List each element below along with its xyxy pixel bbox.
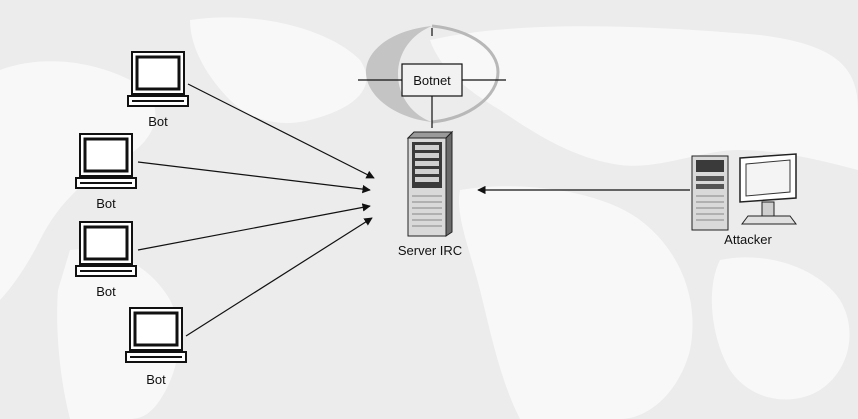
bot-label: Bot [146,372,166,387]
arrow-bot2-to-server [137,161,371,194]
botnet-box [401,63,463,97]
bot-label: Bot [96,196,116,211]
botnet-node: Botnet [358,24,506,128]
connections [137,83,690,337]
desktop-computer-icon [75,133,137,189]
desktop-computer-icon [75,221,137,277]
bot-3: Bot [75,221,137,299]
server-tower-icon [406,130,454,237]
desktop-computer-icon [125,307,187,363]
arrow-bot3-to-server [137,203,371,251]
network-ring-icon [366,26,432,122]
arrow-bot1-to-server [187,83,375,179]
workstation-icon [691,153,797,231]
server-label: Server IRC [398,243,462,258]
bot-label: Bot [96,284,116,299]
world-map-background [0,17,858,419]
network-ring-edge [431,24,500,124]
bot-label: Bot [148,114,168,129]
bot-4: Bot [125,307,187,387]
bot-2: Bot [75,133,137,211]
server-irc: Server IRC [398,130,462,258]
botnet-label: Botnet [413,73,451,88]
bot-1: Bot [127,51,189,129]
attacker-label: Attacker [724,232,772,247]
attacker: Attacker [691,153,797,247]
arrow-bot4-to-server [185,217,373,337]
desktop-computer-icon [127,51,189,107]
